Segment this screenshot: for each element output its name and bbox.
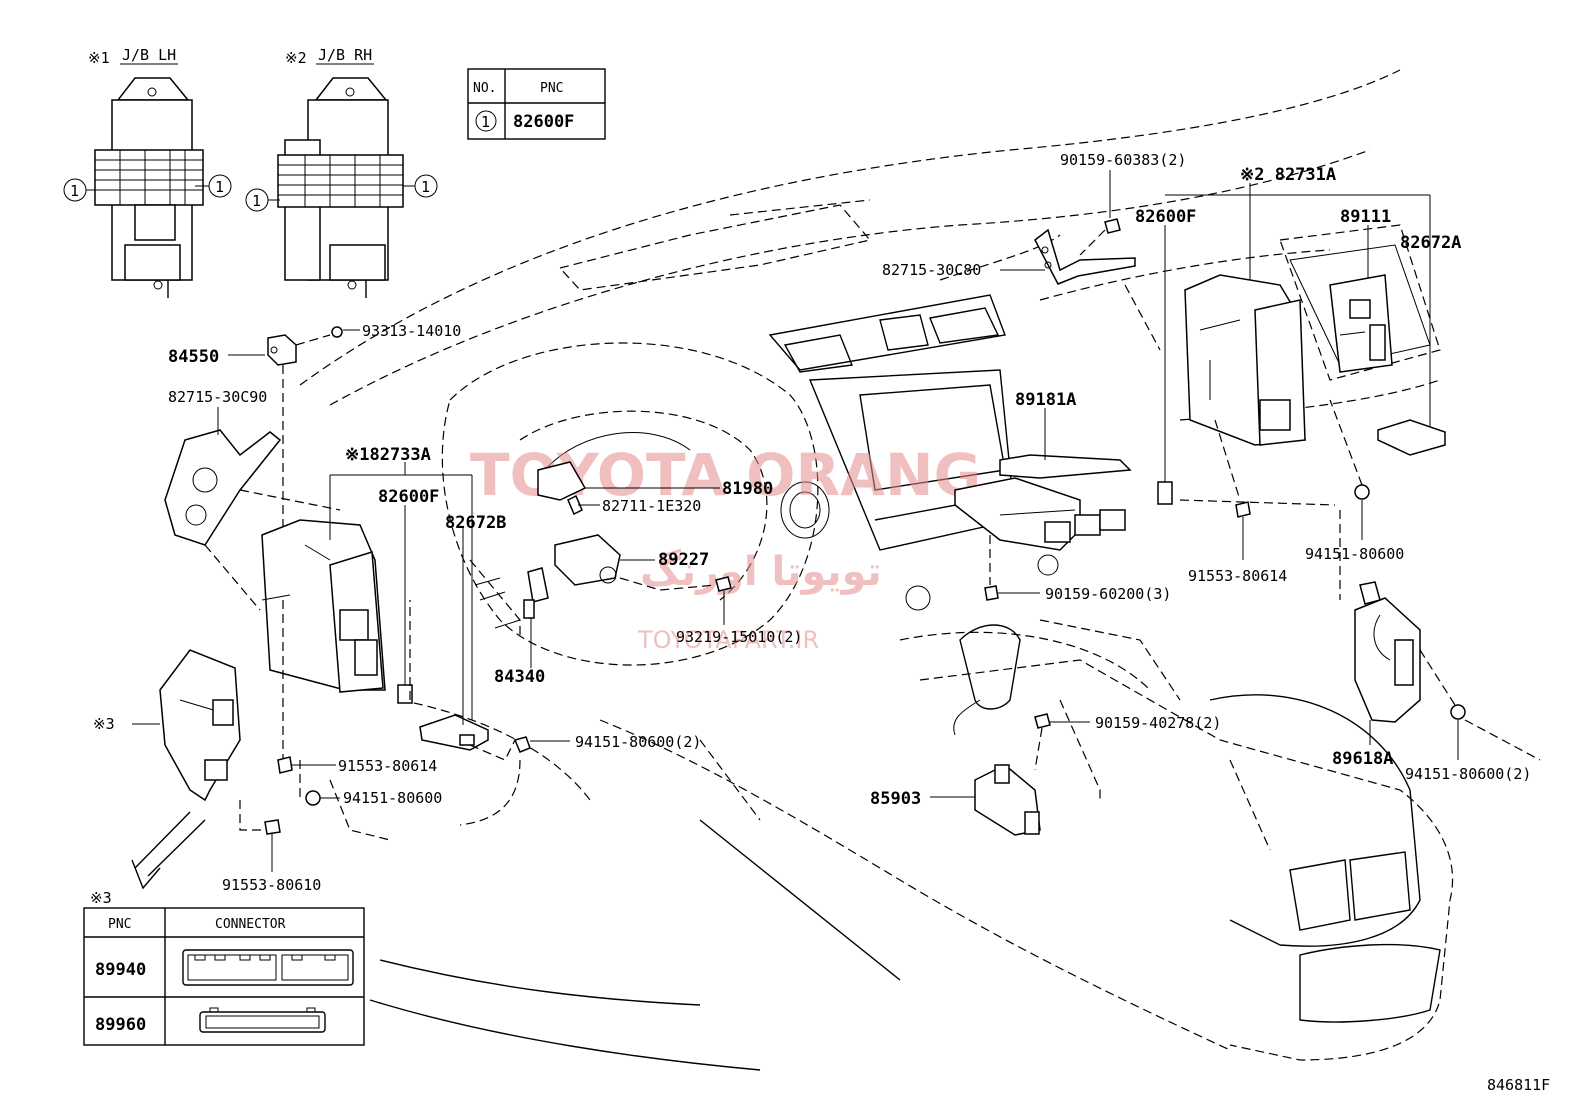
label-89181a: 89181A: [1015, 390, 1076, 410]
left-screws: [264, 736, 531, 835]
connector-89940-icon: [182, 949, 354, 986]
connector-89960-icon: [199, 1007, 326, 1033]
label-91553-80610: 91553-80610: [222, 876, 321, 894]
legend-col-pnc: PNC: [540, 81, 563, 96]
connector-table: ※3 PNC CONNECTOR 89940 89960: [83, 889, 365, 1046]
label-82711-1e320: 82711-1E320: [602, 497, 701, 515]
label-85903: 85903: [870, 789, 921, 809]
label-81980: 81980: [722, 479, 773, 499]
label-82600f-right: 82600F: [1135, 207, 1196, 227]
label-90159-60200: 90159-60200(3): [1045, 585, 1171, 603]
label-93219-15010: 93219-15010(2): [676, 628, 802, 646]
label-82715-30c80: 82715-30C80: [882, 261, 981, 279]
connector-row-pnc: 89940: [95, 960, 146, 980]
figure-id: 846811F: [1487, 1076, 1550, 1094]
connector-row-pnc: 89960: [95, 1015, 146, 1035]
dashboard-outline: [299, 69, 1454, 1071]
label-82715-30c90: 82715-30C90: [168, 388, 267, 406]
jb-rh-callout-right: 1: [421, 178, 430, 196]
label-94151-80600-right: 94151-80600: [1305, 545, 1404, 563]
label-94151-80600-far-right: 94151-80600(2): [1405, 765, 1531, 783]
leader-82733a: [329, 462, 473, 725]
jb-rh-title: ※2: [285, 49, 307, 67]
jb-lh-callout-left: 1: [70, 182, 79, 200]
label-93313-14010: 93313-14010: [362, 322, 461, 340]
connector-col-pnc: PNC: [108, 917, 131, 932]
label-mark-3: ※3: [93, 715, 115, 733]
jb-rh-callout-left: 1: [252, 192, 261, 210]
jb-rh-inset: ※2 J/B RH 1 1: [245, 46, 438, 298]
label-82731a: ※2 82731A: [1240, 165, 1336, 185]
watermark-persian: تویوتا اورنگ: [640, 548, 882, 595]
part-labels: 90159-60383(2) ※2 82731A 82600F 89111 82…: [93, 151, 1531, 894]
watermark-url: TOYOTAPART.IR: [637, 626, 819, 654]
connector-col-connector: CONNECTOR: [215, 917, 286, 932]
label-94151-80600-left: 94151-80600: [343, 789, 442, 807]
label-84550: 84550: [168, 347, 219, 367]
legend-row-pnc: 82600F: [513, 112, 574, 132]
label-82672a: 82672A: [1400, 233, 1461, 253]
label-84340: 84340: [494, 667, 545, 687]
label-90159-60383: 90159-60383(2): [1060, 151, 1186, 169]
right-parts: [1157, 183, 1541, 761]
jb-lh-inset: ※1 J/B LH 1 1: [63, 46, 232, 298]
label-94151-80600-2: 94151-80600(2): [575, 733, 701, 751]
left-parts: [131, 326, 570, 890]
connector-table-mark: ※3: [90, 889, 112, 907]
jb-lh-title-text: J/B LH: [122, 46, 176, 64]
label-91553-80614-right: 91553-80614: [1188, 567, 1287, 585]
jb-lh-title: ※1: [88, 49, 110, 67]
legend-table: NO. PNC 1 82600F: [467, 68, 606, 140]
label-82733a: ※182733A: [345, 445, 431, 465]
label-89227: 89227: [658, 550, 709, 570]
label-90159-40278: 90159-40278(2): [1095, 714, 1221, 732]
center-parts: [523, 170, 1161, 836]
jb-lh-callout-right: 1: [215, 178, 224, 196]
label-91553-80614-left: 91553-80614: [338, 757, 437, 775]
legend-row-no: 1: [481, 113, 490, 131]
legend-col-no: NO.: [473, 81, 496, 96]
label-89618a: 89618A: [1332, 749, 1393, 769]
label-89111: 89111: [1340, 207, 1391, 227]
jb-rh-title-text: J/B RH: [318, 46, 372, 64]
label-82600f-left: 82600F: [378, 487, 439, 507]
label-82672b: 82672B: [445, 513, 506, 533]
